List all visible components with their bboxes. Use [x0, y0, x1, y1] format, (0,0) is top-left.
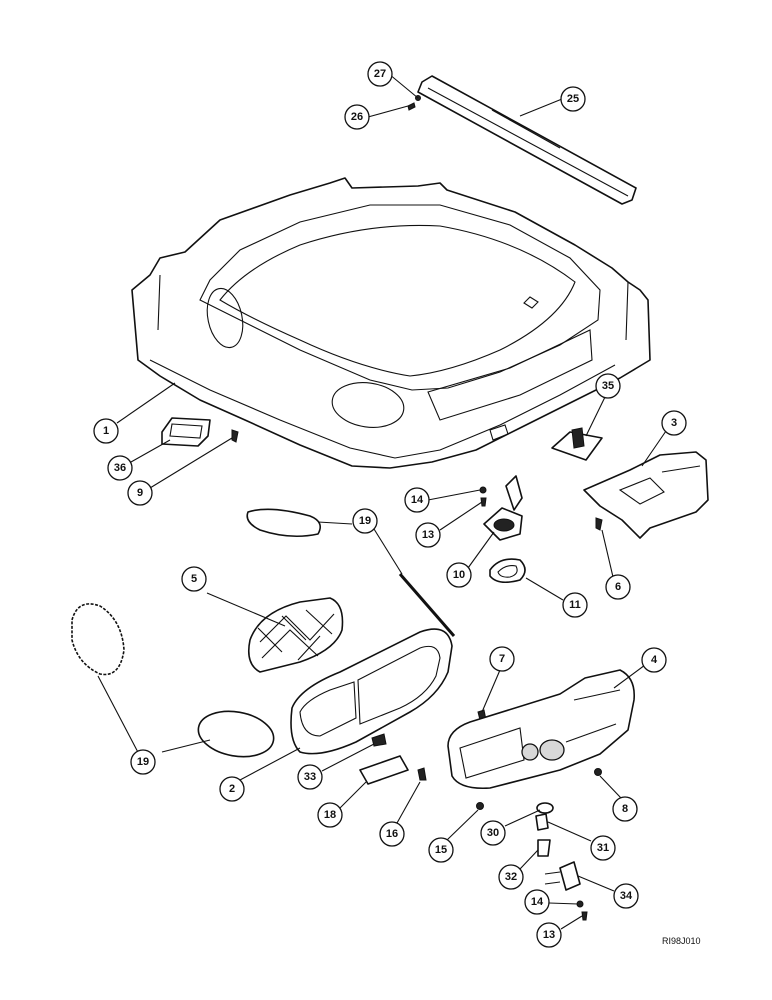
svg-text:34: 34 [620, 890, 633, 902]
callout-11: 11 [562, 592, 588, 618]
callout-35: 35 [595, 373, 621, 399]
svg-text:14: 14 [531, 896, 544, 908]
callout-7: 7 [489, 646, 515, 672]
svg-text:10: 10 [453, 569, 465, 581]
callout-25: 25 [560, 86, 586, 112]
callout-2: 2 [219, 776, 245, 802]
svg-text:13: 13 [543, 929, 555, 941]
callout-16: 16 [379, 821, 405, 847]
svg-text:36: 36 [114, 462, 126, 474]
callout-32: 32 [498, 864, 524, 890]
callout-34: 34 [613, 883, 639, 909]
callout-26: 26 [344, 104, 370, 130]
part-10-vent-assembly [483, 475, 523, 541]
part-26-screw [407, 102, 416, 111]
svg-text:9: 9 [137, 487, 143, 499]
svg-text:13: 13 [422, 529, 434, 541]
callout-19-upper: 19 [352, 508, 378, 534]
callout-8: 8 [612, 796, 638, 822]
part-2-housing [290, 628, 453, 755]
part-18-lens-plate [359, 755, 409, 785]
part-34-switch [544, 861, 581, 891]
part-11-vent-bezel [489, 558, 526, 584]
callout-9: 9 [127, 480, 153, 506]
part-4-console [447, 669, 636, 790]
part-19-gasket-ring [71, 603, 125, 676]
part-19-lens-upper [246, 508, 321, 538]
callout-31: 31 [590, 835, 616, 861]
svg-text:16: 16 [386, 828, 398, 840]
svg-text:32: 32 [505, 871, 517, 883]
part-31-bulb [535, 813, 549, 831]
svg-text:14: 14 [411, 494, 424, 506]
svg-text:27: 27 [374, 68, 386, 80]
svg-text:1: 1 [103, 425, 109, 437]
callout-10: 10 [446, 562, 472, 588]
svg-text:6: 6 [615, 581, 621, 593]
svg-text:31: 31 [597, 842, 609, 854]
svg-text:8: 8 [622, 803, 628, 815]
svg-text:11: 11 [569, 599, 581, 611]
svg-text:4: 4 [651, 654, 658, 666]
part-16-screw [417, 767, 427, 781]
part-6-screw [595, 517, 603, 531]
callout-4: 4 [641, 647, 667, 673]
callout-5: 5 [181, 566, 207, 592]
svg-text:26: 26 [351, 111, 363, 123]
callout-3: 3 [661, 410, 687, 436]
part-3-duct-cover [583, 451, 709, 539]
svg-text:33: 33 [304, 771, 316, 783]
part-25-trim-strip [417, 75, 637, 205]
svg-text:35: 35 [602, 380, 614, 392]
part-9-screw [231, 429, 239, 443]
callout-27: 27 [367, 61, 393, 87]
callout-14-lower: 14 [524, 889, 550, 915]
part-33-clip [371, 733, 387, 747]
part-15-nut [476, 802, 484, 810]
callout-15: 15 [428, 837, 454, 863]
part-14-nut-upper [479, 486, 487, 494]
svg-text:2: 2 [229, 783, 235, 795]
part-32-socket [537, 839, 551, 857]
part-19-seal-strip [398, 573, 456, 637]
svg-text:25: 25 [567, 93, 579, 105]
svg-text:30: 30 [487, 827, 499, 839]
callout-14-upper: 14 [404, 487, 430, 513]
part-30-connector [536, 802, 554, 814]
callout-1: 1 [93, 418, 119, 444]
part-1-headliner [131, 177, 651, 469]
part-5-quilted-panel [247, 597, 344, 673]
svg-text:5: 5 [191, 573, 197, 585]
svg-text:19: 19 [359, 515, 371, 527]
svg-text:19: 19 [137, 756, 149, 768]
drawing-code: RI98J010 [662, 936, 701, 946]
callout-6: 6 [605, 574, 631, 600]
callout-36: 36 [107, 455, 133, 481]
svg-text:15: 15 [435, 844, 447, 856]
svg-text:18: 18 [324, 809, 336, 821]
callout-13-upper: 13 [415, 522, 441, 548]
leader-lines [97, 73, 667, 930]
callout-13-lower: 13 [536, 922, 562, 948]
part-13-screw-upper [480, 497, 487, 507]
part-35-bracket [551, 427, 603, 461]
callout-30: 30 [480, 820, 506, 846]
callout-18: 18 [317, 802, 343, 828]
part-19-oval-lens [197, 710, 275, 758]
part-13-screw-lower [581, 911, 588, 921]
svg-text:7: 7 [499, 653, 505, 665]
part-36-interior-light [161, 417, 211, 447]
callout-19-lower: 19 [130, 749, 156, 775]
callout-33: 33 [297, 764, 323, 790]
part-8-nut [594, 768, 602, 776]
svg-text:3: 3 [671, 417, 677, 429]
